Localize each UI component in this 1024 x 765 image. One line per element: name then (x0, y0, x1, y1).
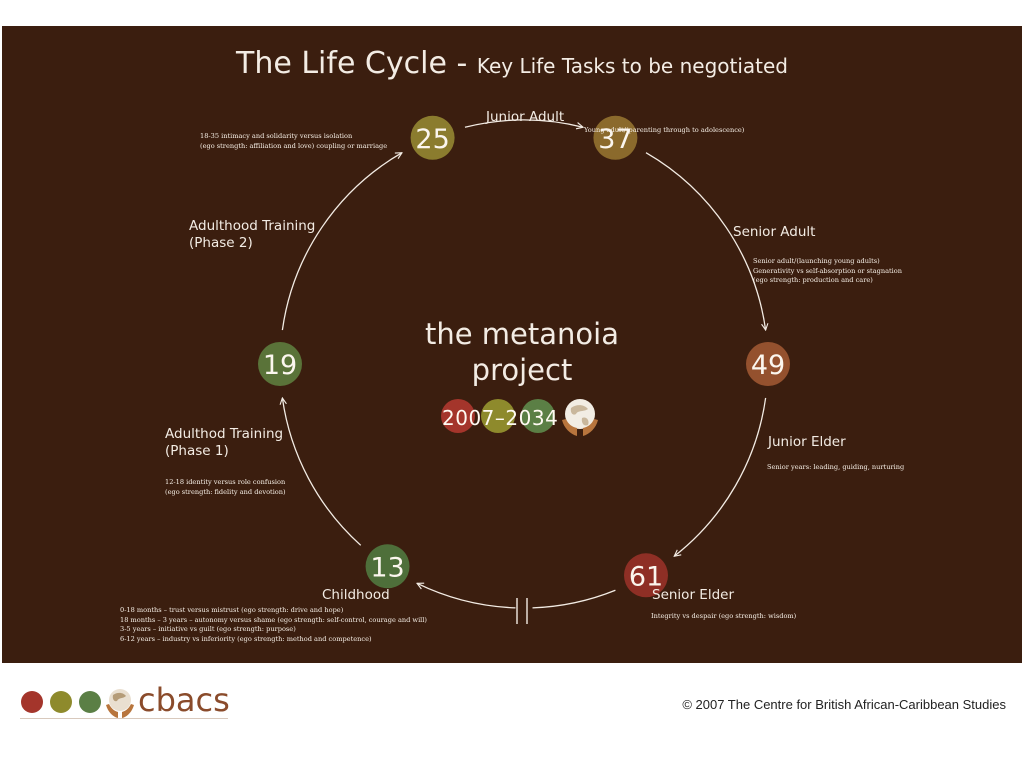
stage-junior-elder: Junior Elder (768, 434, 846, 450)
cycle-arrow (645, 152, 766, 330)
desc-25-line1: 18-35 intimacy and solidarity versus iso… (200, 132, 353, 140)
age-node-label-49: 49 (751, 350, 785, 381)
age-node-13 (365, 544, 410, 589)
desc-49-line3: (ego strength: production and care) (753, 276, 873, 284)
logo-dot-red (21, 691, 43, 713)
stage-senior-adult: Senior Adult (733, 224, 816, 240)
desc-61: Senior years: leading, guiding, nurturin… (767, 463, 905, 471)
year-dot-red (441, 399, 475, 433)
cycle-arrow (464, 119, 583, 127)
stage-adult-training-1-line1: Adulthod Training (165, 426, 284, 442)
copyright-text: © 2007 The Centre for British African-Ca… (682, 697, 1006, 712)
slide-panel: 25 37 49 61 13 19 The Life Cycle - Key Life T… (2, 26, 1022, 663)
desc-37: Young adult/(parenting through to adoles… (584, 126, 745, 134)
age-node-49 (746, 342, 790, 386)
age-node-37 (593, 115, 638, 160)
footer (0, 663, 1024, 765)
cycle-arcs (281, 119, 767, 609)
stage-childhood: Childhood (322, 587, 390, 603)
project-name-line2: project (471, 353, 573, 387)
age-node-25 (410, 115, 455, 160)
age-node-label-25: 25 (415, 124, 449, 155)
cycle-arrow (282, 398, 362, 546)
logo-dot-olive (50, 691, 72, 713)
logo-underline (20, 718, 228, 719)
desc-13-line2: (ego strength: fidelity and devotion) (165, 487, 286, 496)
age-node-label-61: 61 (629, 561, 663, 592)
cycle-arrow (281, 153, 402, 331)
cycle-arrow (674, 397, 767, 556)
age-nodes: 25 37 49 61 13 19 (258, 115, 790, 598)
desc-49: Senior adult/(launching young adults) Ge… (753, 257, 902, 286)
slide-title: The Life Cycle - Key Life Tasks to be ne… (2, 46, 1022, 81)
desc-49-line1: Senior adult/(launching young adults) (753, 257, 880, 265)
title-subtitle: Key Life Tasks to be negotiated (476, 54, 788, 78)
break-marker (516, 598, 528, 624)
logo-globe-icon (106, 689, 134, 718)
desc-senior-elder: Integrity vs despair (ego strength: wisd… (651, 612, 797, 620)
stage-adult-training-1: Adulthod Training (Phase 1) (165, 426, 283, 460)
life-cycle-diagram: 25 37 49 61 13 19 (258, 115, 790, 624)
desc-childhood-line4: 6-12 years – industry vs inferiority (eg… (120, 634, 372, 643)
desc-childhood-line3: 3-5 years – initiative vs guilt (ego str… (120, 625, 296, 633)
project-name-line1: the metanoia (425, 317, 619, 351)
desc-childhood-line2: 18 months – 3 years – autonomy versus sh… (120, 615, 427, 624)
title-main: The Life Cycle - (236, 46, 477, 81)
stage-junior-adult: Junior Adult (486, 109, 565, 125)
globe-hands-icon (562, 399, 598, 436)
stage-senior-elder: Senior Elder (652, 587, 734, 603)
age-node-label-37: 37 (598, 124, 632, 155)
cycle-arrow (417, 583, 516, 609)
desc-49-line2: Generativity vs self-absorption or stagn… (753, 266, 903, 275)
brand-name: cbacs (138, 681, 230, 719)
desc-childhood-line1: 0-18 months – trust versus mistrust (ego… (120, 606, 344, 614)
age-node-label-13: 13 (370, 552, 404, 583)
age-node-label-19: 19 (263, 350, 297, 381)
year-dot-green (521, 399, 555, 433)
age-node-61 (624, 553, 668, 598)
project-years: 2007–2034 (442, 406, 559, 430)
desc-25: 18-35 intimacy and solidarity versus iso… (200, 132, 387, 151)
desc-13-line1: 12-18 identity versus role confusion (165, 478, 286, 486)
cycle-arrow (532, 589, 616, 609)
desc-25-line2: (ego strength: affiliation and love) cou… (200, 141, 388, 150)
age-node-19 (258, 342, 302, 386)
desc-13: 12-18 identity versus role confusion (eg… (165, 478, 286, 497)
stage-adult-training-2: Adulthood Training (Phase 2) (189, 218, 315, 252)
stage-adult-training-1-line2: (Phase 1) (165, 443, 229, 459)
stage-adult-training-2-line1: Adulthood Training (189, 218, 316, 234)
year-dot-olive (481, 399, 515, 433)
desc-childhood: 0-18 months – trust versus mistrust (ego… (120, 606, 427, 644)
logo-dot-green (79, 691, 101, 713)
project-name: the metanoia project (322, 316, 722, 388)
stage-adult-training-2-line2: (Phase 2) (189, 235, 253, 251)
